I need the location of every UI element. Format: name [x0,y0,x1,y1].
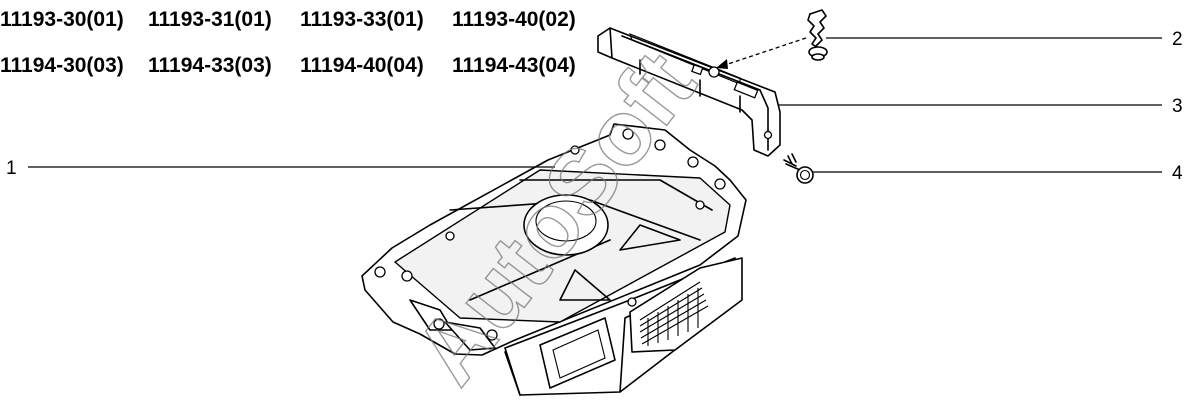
part-code: 11193-30(01) [0,8,124,31]
part-code: 11194-40(04) [300,54,424,77]
assembly-arrow [721,37,807,67]
callout-2: 2 [1172,29,1183,50]
part-code: 11193-33(01) [300,8,424,31]
ecu-unit-drawing [361,123,747,396]
part-code: 11193-40(02) [452,8,576,31]
connector-pins [639,281,709,346]
plate-holes [374,128,726,341]
part-code-table: 11193-30(01) 11193-31(01) 11193-33(01) 1… [0,8,576,77]
callout-3: 3 [1172,96,1183,117]
part-code: 11194-43(04) [452,54,576,77]
callout-4: 4 [1172,163,1183,184]
screw-icon [807,9,828,61]
part-code: 11194-33(03) [148,54,272,77]
callout-1: 1 [6,158,17,179]
part-code: 11194-30(03) [0,54,124,77]
self-tapping-screw-icon [783,153,814,184]
bracket-drawing [597,27,781,157]
part-code: 11193-31(01) [148,8,272,31]
